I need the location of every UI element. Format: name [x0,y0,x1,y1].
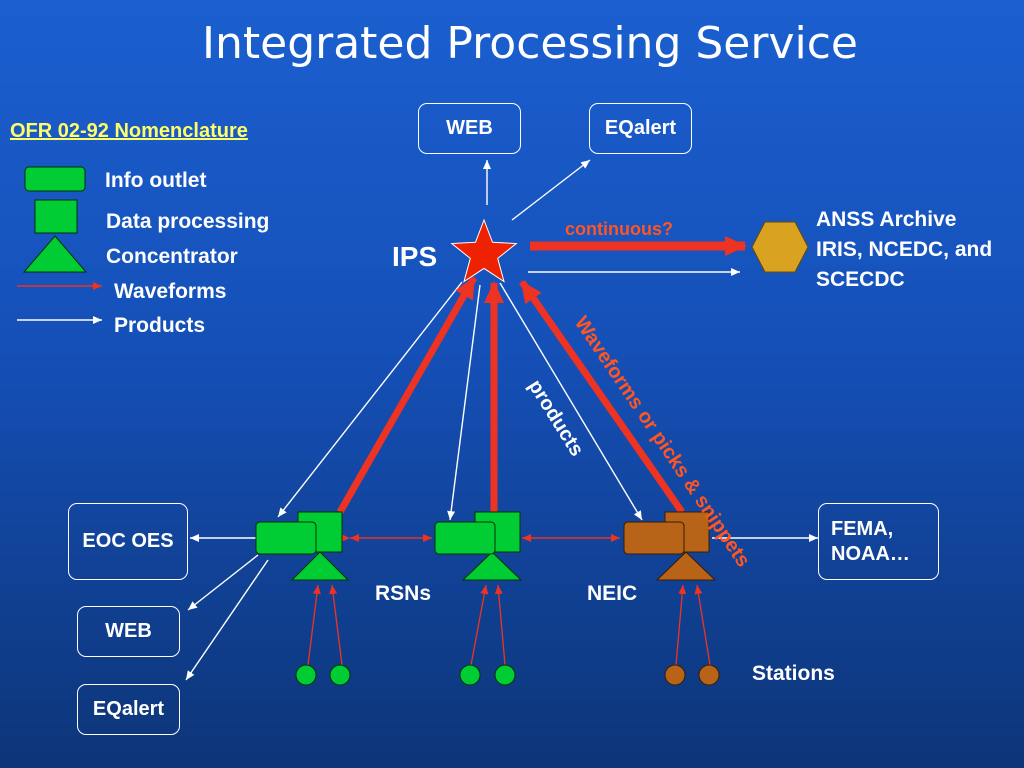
legend-data-processing-swatch [34,199,78,234]
station-dot [459,664,481,686]
ips-label: IPS [392,241,438,272]
rsn-left-node [255,511,350,581]
ips-to-eqalert-arrow [511,159,591,221]
ips-star-icon [450,218,518,283]
station-5-arrow [675,584,687,666]
legend-label-waveforms: Waveforms [114,280,227,303]
station-6-arrow [694,584,711,666]
station-dot [664,664,686,686]
archive-label: ANSS Archive IRIS, NCEDC, and SCECDC [816,208,993,291]
fema-noaa-outlet: FEMA, NOAA… [818,503,939,580]
web-outlet-top: WEB [418,103,521,154]
legend-label-concentrator: Concentrator [106,245,238,268]
legend-label-info-outlet: Info outlet [105,169,207,192]
station-2-arrow [329,584,343,666]
neic-waveform-arrow [519,280,685,514]
rsn-left-waveform-arrow [336,276,478,514]
neic-node [623,511,717,581]
legend-concentrator-swatch [22,235,88,273]
eqalert-outlet-left: EQalert [77,684,180,735]
station-4-arrow [494,584,506,666]
station-3-arrow [470,584,489,666]
eoc-oes-outlet: EOC OES [68,503,188,580]
station-dot [295,664,317,686]
legend-label-data-processing: Data processing [106,210,270,233]
rsn-to-eqalert-arrow [185,559,269,681]
station-dot [698,664,720,686]
legend-heading: OFR 02-92 Nomenclature [10,120,248,142]
legend-label-products: Products [114,314,206,337]
legend-info-outlet-swatch [24,166,86,192]
ips-to-rsn-center-arrow [447,284,481,521]
ips-to-rsn-left-arrow [277,281,463,518]
products-annotation: products [524,376,588,460]
station-dot [494,664,516,686]
stations-label: Stations [752,662,835,685]
rsn-to-web-arrow [187,554,259,611]
ips-to-neic-arrow [499,282,643,521]
web-outlet-left: WEB [77,606,180,657]
rsns-label: RSNs [375,582,432,605]
rsn-center-node [434,511,523,581]
continuous-label: continuous? [565,219,673,239]
eqalert-outlet-top: EQalert [589,103,692,154]
archive-hexagon-icon [751,221,809,273]
page-title: Integrated Processing Service [202,18,858,69]
station-dot [329,664,351,686]
station-1-arrow [307,584,321,666]
neic-label: NEIC [587,582,638,605]
